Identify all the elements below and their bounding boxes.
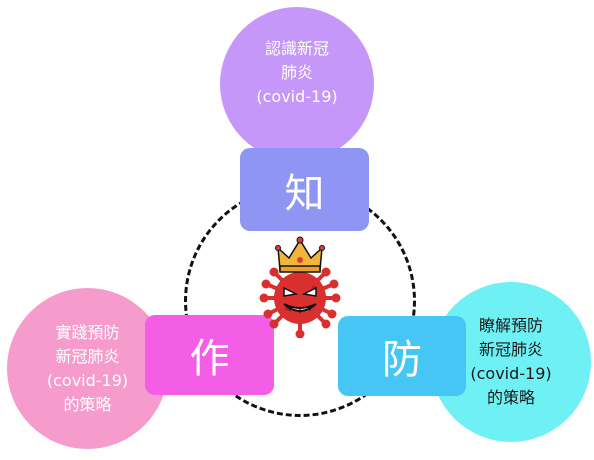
knowledge-circle: 認識新冠 肺炎 (covid-19) <box>220 7 374 161</box>
knowledge-line: 肺炎 <box>280 63 313 82</box>
prevention-tile: 防 <box>338 316 466 396</box>
crown-icon <box>275 236 325 273</box>
virus-spike-tips <box>259 267 341 338</box>
virus-face <box>283 286 317 313</box>
prevention-line: 瞭解預防 <box>478 316 543 335</box>
action-tile: 作 <box>145 315 274 395</box>
knowledge-line: (covid-19) <box>256 87 338 106</box>
knowledge-text: 認識新冠 肺炎 (covid-19) <box>256 37 337 109</box>
knowledge-line: 認識新冠 <box>264 39 329 58</box>
action-line: 實踐預防 <box>55 322 120 342</box>
prevention-line: 新冠肺炎 <box>478 340 543 359</box>
action-line: 的策略 <box>63 394 112 414</box>
prevention-line: 的策略 <box>486 388 535 407</box>
action-line: (covid-19) <box>46 370 129 390</box>
prevention-line: (covid-19) <box>470 364 552 383</box>
knowledge-tile: 知 <box>240 148 369 231</box>
action-line: 新冠肺炎 <box>55 346 120 366</box>
action-circle: 實踐預防 新冠肺炎 (covid-19) 的策略 <box>7 288 168 449</box>
coronavirus-with-crown-icon <box>259 236 341 338</box>
virus-body <box>274 272 326 324</box>
prevention-circle: 瞭解預防 新冠肺炎 (covid-19) 的策略 <box>431 282 591 442</box>
